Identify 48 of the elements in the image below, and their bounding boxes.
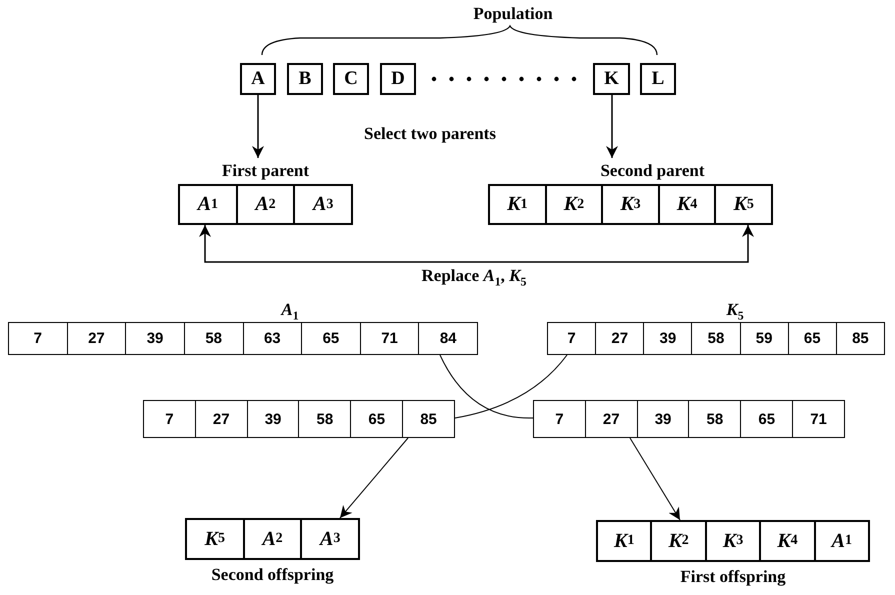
arrow — [606, 95, 618, 158]
value-cell: 27 — [595, 322, 644, 355]
value-cell: 7 — [143, 400, 196, 438]
value-cell: 84 — [418, 322, 478, 355]
row-heading: A$_{1}$ — [281, 300, 299, 319]
value-cell: 65 — [740, 400, 794, 438]
value-cell: 7 — [8, 322, 68, 355]
value-cell: 85 — [836, 322, 885, 355]
value-cell: 71 — [360, 322, 420, 355]
value-cell: 58 — [298, 400, 352, 438]
value-cell: 7 — [533, 400, 586, 438]
value-cell: 59 — [740, 322, 789, 355]
arrow — [252, 95, 264, 158]
value-cell: 58 — [688, 400, 742, 438]
value-cell: 63 — [242, 322, 302, 355]
value-cell: 39 — [636, 400, 690, 438]
text-label: Population — [473, 4, 553, 24]
value-cell: 65 — [301, 322, 361, 355]
value-cell: 58 — [184, 322, 244, 355]
value-cell: 39 — [643, 322, 692, 355]
row-heading: Second offspring — [211, 565, 334, 584]
letter-box: L — [640, 63, 676, 95]
row-heading: First offspring — [680, 567, 786, 586]
arrow — [630, 438, 680, 520]
crossover-line — [440, 354, 534, 418]
value-cell: 27 — [584, 400, 638, 438]
value-cell: 27 — [66, 322, 126, 355]
value-cell: 27 — [194, 400, 248, 438]
value-cell: 58 — [691, 322, 741, 355]
row-heading: Second parent — [600, 161, 705, 180]
value-cell: 65 — [350, 400, 404, 438]
letter-box: K — [593, 63, 630, 95]
value-cell: 39 — [246, 400, 300, 438]
value-cell: 85 — [402, 400, 455, 438]
value-cell: 39 — [125, 322, 185, 355]
letter-box: D — [380, 63, 416, 95]
letter-box: B — [287, 63, 323, 95]
arrow — [199, 225, 754, 263]
arrow — [340, 438, 408, 518]
letter-box: C — [333, 63, 369, 95]
value-cell: 65 — [788, 322, 837, 355]
text-label: Select two parents — [364, 124, 496, 144]
value-cell: 71 — [792, 400, 845, 438]
row-heading: K$_{5}$ — [726, 300, 744, 319]
letter-box: A — [240, 63, 276, 95]
crossover-line — [454, 354, 568, 418]
value-cell: 7 — [547, 322, 596, 355]
row-heading: First parent — [222, 161, 310, 180]
